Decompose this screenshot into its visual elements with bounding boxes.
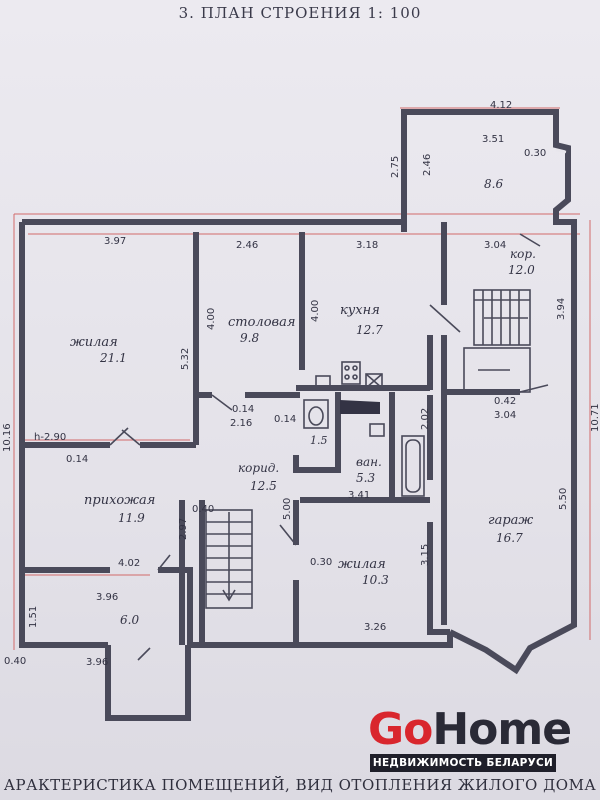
room-area: 9.8 [240, 331, 259, 345]
dim-label: 3.94 [556, 298, 567, 320]
exterior-walls [19, 109, 577, 721]
room-area: 16.7 [496, 531, 523, 545]
dim-label: 3.18 [356, 240, 378, 251]
dim-label: 2.97 [178, 518, 189, 540]
bathroom-fixtures [303, 399, 425, 497]
dim-label: 2.02 [420, 408, 431, 430]
dim-label: 10.71 [590, 403, 600, 432]
dim-label: 4.00 [206, 308, 217, 330]
room-name: корид. [238, 461, 279, 475]
room-name: гараж [488, 513, 533, 528]
room-area: 21.1 [99, 351, 127, 365]
room-area: 8.6 [484, 177, 503, 191]
dim-label: 5.50 [558, 488, 569, 510]
logo-home: Home [432, 704, 572, 755]
room-name: кухня [340, 303, 380, 318]
dim-label: 0.40 [192, 504, 214, 515]
room-area: 12.0 [508, 263, 535, 277]
plan-title: 3. ПЛАН СТРОЕНИЯ 1: 100 [178, 4, 422, 22]
room-area: 11.9 [118, 511, 145, 525]
room-area: 6.0 [120, 613, 139, 627]
dim-label: 3.96 [96, 592, 118, 603]
gohome-logo[interactable]: GoHome НЕДВИЖИМОСТЬ БЕЛАРУСИ [368, 706, 572, 772]
dim-label: 0.40 [4, 656, 26, 667]
dim-label: 3.15 [420, 544, 431, 566]
dim-label: 3.97 [104, 236, 126, 247]
room-name: ван. [356, 455, 382, 469]
dim-label: 3.51 [482, 134, 504, 145]
room-area: 1.5 [310, 434, 328, 447]
construction-lines [13, 107, 591, 650]
logo-wordmark: GoHome [368, 704, 572, 755]
dim-label: 0.14 [232, 404, 254, 415]
dim-label: 3.26 [364, 622, 386, 633]
dim-label: 2.75 [390, 156, 401, 178]
dim-label: 0.30 [524, 148, 546, 159]
logo-go: Go [368, 704, 433, 755]
dim-label: 0.42 [494, 396, 516, 407]
dim-label: 3.96 [86, 657, 108, 668]
room-name: прихожая [84, 493, 155, 508]
dim-label: 4.12 [490, 100, 512, 111]
dim-label: h-2.90 [34, 432, 66, 443]
dim-label: 1.51 [28, 606, 39, 628]
room-area: 12.5 [250, 479, 277, 493]
logo-tagline: НЕДВИЖИМОСТЬ БЕЛАРУСИ [370, 754, 556, 772]
dim-label: 4.00 [310, 300, 321, 322]
room-name: столовая [228, 315, 295, 330]
room-name: жилая [338, 557, 386, 572]
dim-label: 5.00 [282, 498, 293, 520]
interior-walls [22, 222, 520, 645]
dim-label: 10.16 [2, 423, 13, 452]
room-area: 10.3 [362, 573, 389, 587]
footer-caption: АРАКТЕРИСТИКА ПОМЕЩЕНИЙ, ВИД ОТОПЛЕНИЯ Ж… [3, 776, 597, 794]
dim-label: 3.41 [348, 490, 370, 501]
room-area: 5.3 [356, 471, 375, 485]
dim-label: 5.32 [180, 348, 191, 370]
staircase-right [463, 289, 531, 393]
dim-label: 3.04 [494, 410, 516, 421]
dim-label: 2.46 [236, 240, 258, 251]
dim-label: 3.04 [484, 240, 506, 251]
room-name: кор. [510, 247, 536, 261]
dim-label: 2.46 [422, 154, 433, 176]
staircase-center [205, 509, 253, 609]
dim-label: 0.14 [274, 414, 296, 425]
room-name: жилая [70, 335, 118, 350]
dim-label: 0.30 [310, 557, 332, 568]
room-area: 12.7 [356, 323, 383, 337]
door-swings [109, 233, 549, 661]
dim-label: 2.16 [230, 418, 252, 429]
dim-label: 4.02 [118, 558, 140, 569]
dim-label: 0.14 [66, 454, 88, 465]
kitchen-fixtures [315, 361, 383, 389]
